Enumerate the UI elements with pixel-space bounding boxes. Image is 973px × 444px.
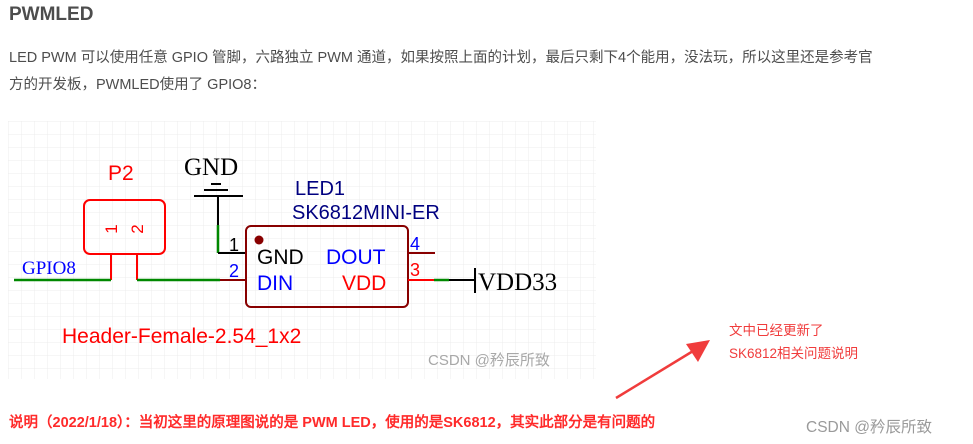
gnd-label: GND [184, 154, 238, 181]
led-gnd: GND [257, 246, 304, 269]
connector-pin-2: 2 [128, 224, 147, 233]
errata-note: 说明（2022/1/18）：当初这里的原理图说的是 PWM LED，使用的是SK… [9, 415, 656, 431]
connector-body [83, 199, 166, 255]
schematic-image: P2 1 2 GPIO8 GND LED1 SK6812MINI-ER 1 2 … [8, 121, 596, 379]
led-dout: DOUT [326, 246, 386, 269]
led-pin-2: 2 [229, 261, 239, 281]
led-pin-3: 3 [410, 260, 420, 280]
led-ref: LED1 [295, 178, 345, 200]
schematic-grid [8, 121, 596, 379]
led-part: SK6812MINI-ER [292, 202, 440, 224]
section-heading: PWMLED [9, 4, 94, 25]
vdd33-label: VDD33 [478, 269, 557, 296]
page-watermark: CSDN @矜辰所致 [806, 419, 932, 436]
update-callout: 文中已经更新了 SK6812相关问题说明 [729, 319, 858, 365]
led-pin-4: 4 [410, 234, 420, 254]
intro-paragraph: LED PWM 可以使用任意 GPIO 管脚，六路独立 PWM 通道，如果按照上… [9, 45, 969, 99]
connector-ref: P2 [108, 162, 134, 185]
callout-arrow-icon [615, 340, 710, 400]
callout-line-2: SK6812相关问题说明 [729, 346, 859, 361]
schematic-watermark: CSDN @矜辰所致 [428, 352, 550, 369]
led-body [245, 225, 409, 308]
led-din: DIN [257, 272, 293, 295]
connector-pin-1: 1 [102, 224, 121, 233]
led-pin-1: 1 [229, 235, 239, 255]
connector-part: Header-Female-2.54_1x2 [62, 325, 301, 348]
paragraph-line-2: 方的开发板，PWMLED使用了 GPIO8： [9, 77, 266, 93]
paragraph-line-1: LED PWM 可以使用任意 GPIO 管脚，六路独立 PWM 通道，如果按照上… [9, 50, 873, 66]
led-vdd: VDD [342, 272, 386, 295]
net-label-gpio8: GPIO8 [22, 258, 76, 279]
callout-line-1: 文中已经更新了 [729, 323, 824, 338]
